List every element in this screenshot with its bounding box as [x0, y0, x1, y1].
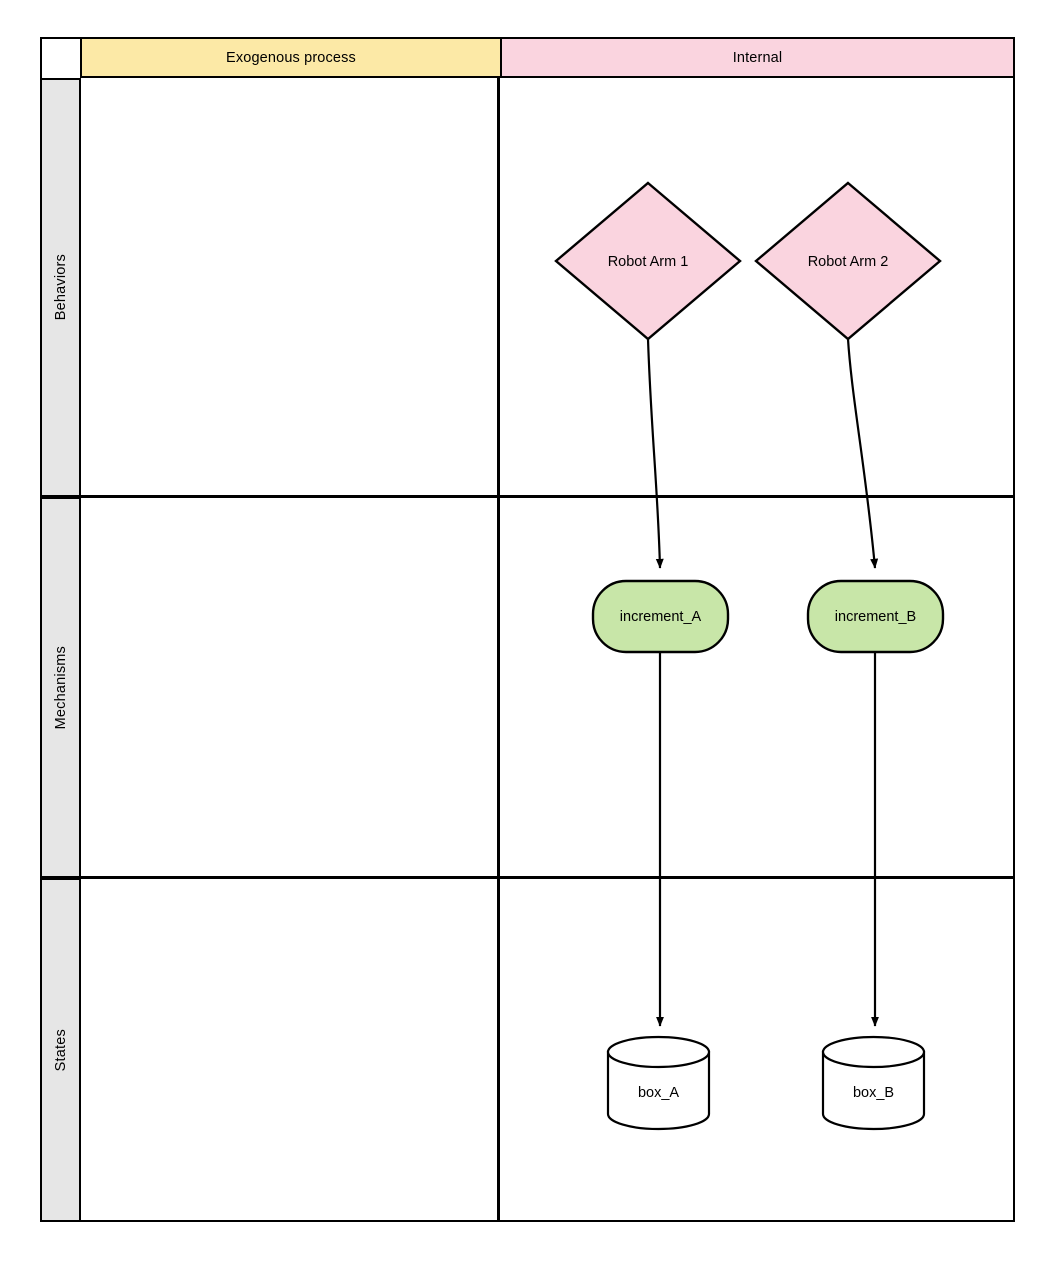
- edge-robot-arm-1-to-increment-a[interactable]: [646, 338, 664, 569]
- edges-group: [646, 338, 879, 1027]
- robot-arm-2-diamond[interactable]: [754, 181, 942, 341]
- box-a-cylinder-body[interactable]: [606, 1050, 711, 1131]
- column-header-exogenous-process[interactable]: Exogenous process: [80, 37, 501, 78]
- column-header-internal-label: Internal: [732, 49, 783, 66]
- box-b-cylinder-body[interactable]: [821, 1050, 926, 1131]
- node-box-b[interactable]: box_B: [821, 1035, 926, 1131]
- box-a-cylinder-top[interactable]: [606, 1035, 711, 1069]
- column-divider: [497, 78, 500, 1222]
- row-label-mechanisms[interactable]: Mechanisms: [40, 497, 81, 878]
- row-divider-mechanisms-states: [80, 876, 1015, 879]
- column-header-internal[interactable]: Internal: [501, 37, 1015, 78]
- node-box-a[interactable]: box_A: [606, 1035, 711, 1131]
- robot-arm-1-diamond[interactable]: [554, 181, 742, 341]
- edge-robot-arm-2-to-increment-b[interactable]: [846, 338, 879, 569]
- node-increment-b[interactable]: increment_B: [806, 579, 945, 654]
- row-divider-behaviors-mechanisms: [80, 495, 1015, 498]
- box-b-cylinder-top[interactable]: [821, 1035, 926, 1069]
- row-label-states[interactable]: States: [40, 878, 81, 1222]
- row-label-behaviors-text: Behaviors: [52, 254, 69, 321]
- column-header-band: Exogenous process Internal: [80, 37, 1015, 78]
- node-increment-a[interactable]: increment_A: [591, 579, 730, 654]
- row-label-mechanisms-text: Mechanisms: [52, 645, 69, 730]
- increment-a-rounded-rectangle[interactable]: [591, 579, 730, 654]
- increment-b-rounded-rectangle[interactable]: [806, 579, 945, 654]
- row-label-behaviors[interactable]: Behaviors: [40, 78, 81, 497]
- column-header-exogenous-process-label: Exogenous process: [226, 49, 356, 66]
- row-label-states-text: States: [52, 1028, 69, 1072]
